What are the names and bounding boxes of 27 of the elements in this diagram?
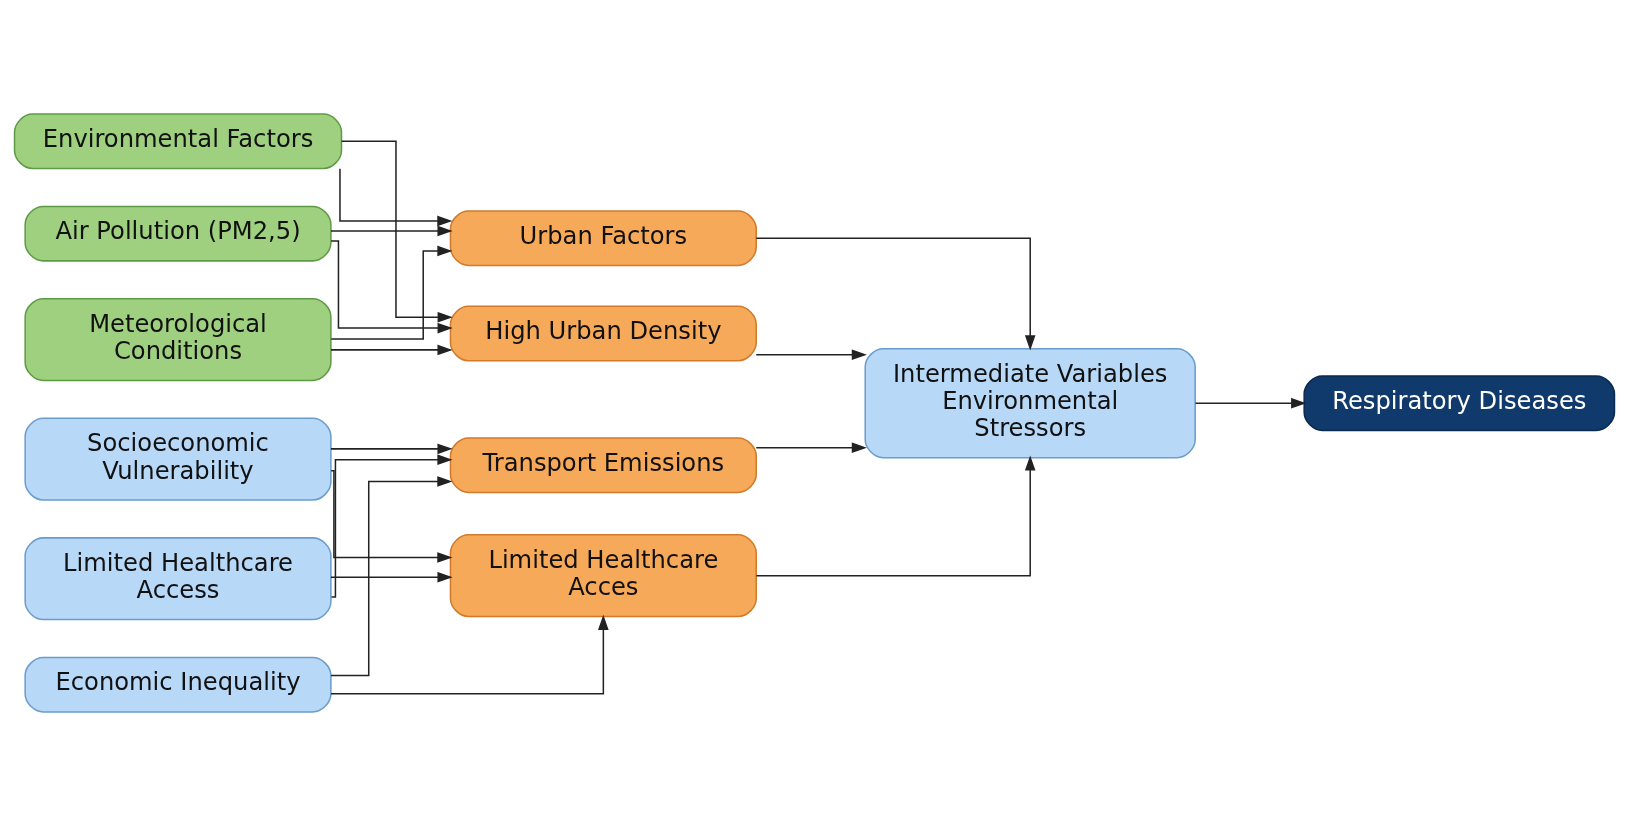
node-box: Respiratory Diseases bbox=[1303, 374, 1616, 431]
node-box: Air Pollution (PM2,5) bbox=[24, 205, 332, 262]
arrow bbox=[330, 443, 453, 454]
arrow bbox=[330, 453, 453, 598]
arrow bbox=[330, 571, 453, 583]
arrow bbox=[755, 454, 1036, 576]
arrow bbox=[330, 614, 609, 695]
arrow bbox=[330, 475, 453, 676]
arrow bbox=[755, 442, 867, 453]
node-box: Socioeconomic Vulnerability bbox=[24, 417, 332, 501]
node-box: High Urban Density bbox=[449, 305, 757, 362]
arrow bbox=[340, 140, 453, 322]
arrow bbox=[330, 344, 453, 355]
node-box: Limited Healthcare Acces bbox=[449, 533, 757, 617]
node-box: Meteorological Conditions bbox=[24, 297, 332, 381]
node-box: Environmental Factors bbox=[13, 112, 343, 169]
node-box: Economic Inequality bbox=[24, 656, 332, 713]
arrow bbox=[755, 348, 867, 360]
arrow bbox=[755, 236, 1036, 350]
arrow bbox=[330, 469, 453, 563]
arrow bbox=[339, 167, 453, 226]
node-box: Limited Healthcare Access bbox=[24, 536, 332, 620]
arrow bbox=[1194, 397, 1307, 408]
node-box: Urban Factors bbox=[449, 209, 757, 266]
node-box: Transport Emissions bbox=[449, 436, 757, 493]
node-box: Intermediate Variables Environmental Stressors bbox=[864, 347, 1196, 458]
arrow bbox=[330, 225, 453, 236]
